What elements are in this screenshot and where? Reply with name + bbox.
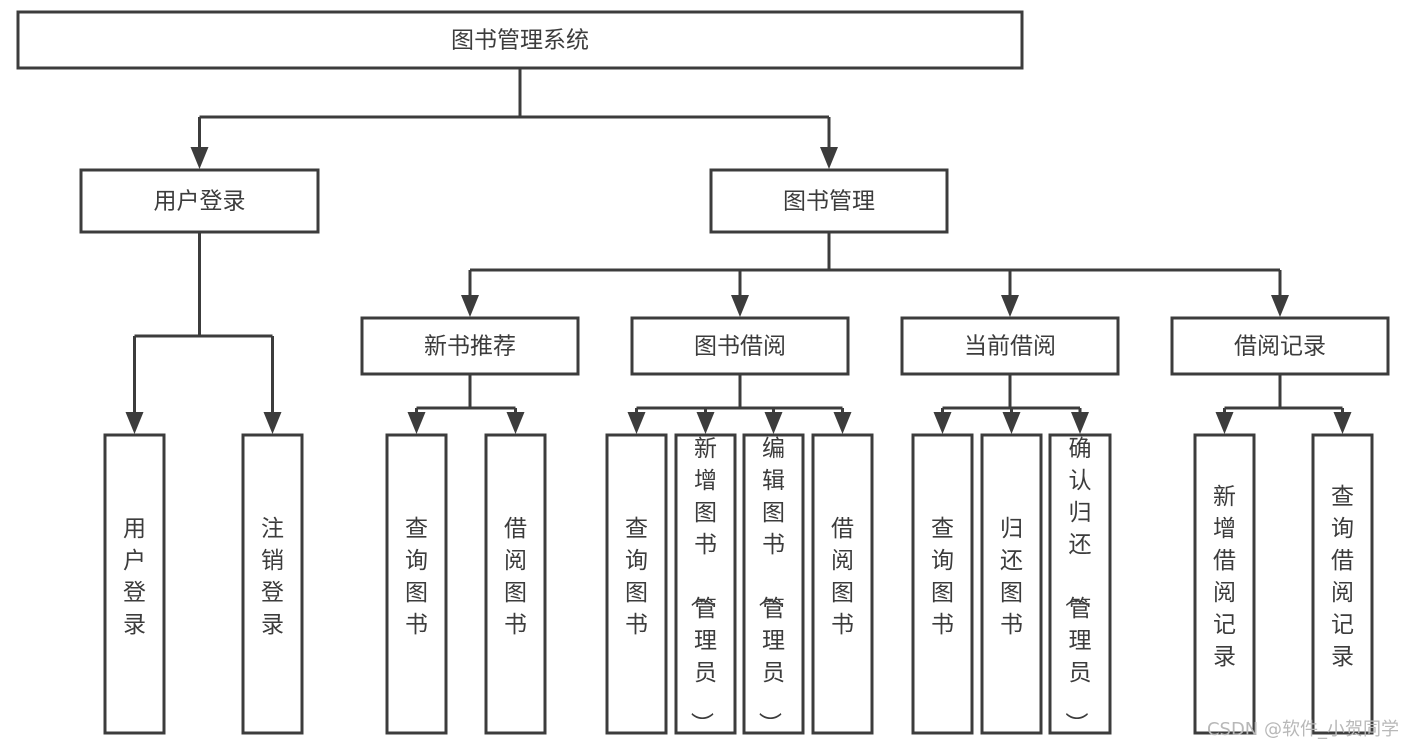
arrow-head-icon: [1333, 412, 1352, 434]
node-box: [1048, 433, 1112, 735]
arrow-head-icon: [407, 412, 426, 434]
node-label: 图书管理系统: [451, 28, 589, 54]
node-leaf-bw-borrow[interactable]: 借阅图书: [811, 433, 874, 735]
arrow-head-icon: [627, 412, 646, 434]
node-box: [1311, 433, 1374, 735]
node-label-vertical: 借阅图书: [504, 516, 527, 638]
connector-bookmgmt: [461, 232, 1289, 317]
arrow-head-icon: [1271, 295, 1289, 317]
node-leaf-rc-query[interactable]: 查询借阅记录: [1311, 433, 1374, 735]
node-box: [79, 168, 320, 234]
node-label: 图书管理: [783, 189, 875, 215]
arrow-head-icon: [731, 295, 749, 317]
arrow-head-icon: [263, 412, 282, 434]
arrow-head-icon: [820, 147, 838, 169]
node-layer: 图书管理系统用户登录图书管理新书推荐图书借阅当前借阅借阅记录用户登录注销登录查询…: [16, 10, 1390, 735]
connector-records: [1215, 374, 1352, 434]
arrow-head-icon: [125, 412, 144, 434]
node-label-vertical: 新增借阅记录: [1213, 484, 1236, 670]
node-box: [742, 433, 805, 735]
connector-borrow: [627, 374, 852, 434]
node-label: 图书借阅: [694, 334, 786, 360]
connector-layer: [125, 68, 1352, 434]
connector-login: [125, 232, 282, 434]
node-label-vertical: 新增图书（管理员）: [688, 436, 717, 735]
node-box: [360, 316, 580, 376]
node-leaf-user-logout[interactable]: 注销登录: [241, 433, 304, 735]
node-leaf-bw-edit[interactable]: 编辑图书（管理员）: [742, 433, 805, 735]
node-label: 新书推荐: [424, 334, 516, 360]
node-label-vertical: 归还图书: [1000, 516, 1023, 638]
node-label-vertical: 查询图书: [931, 516, 954, 638]
node-box: [605, 433, 668, 735]
node-label: 当前借阅: [964, 334, 1056, 360]
node-box: [1170, 316, 1390, 376]
arrow-head-icon: [190, 147, 209, 169]
arrow-head-icon: [1002, 412, 1021, 434]
node-leaf-rc-add[interactable]: 新增借阅记录: [1193, 433, 1256, 735]
node-label-vertical: 确认归还（管理员）: [1063, 436, 1092, 735]
node-box: [630, 316, 850, 376]
node-label-vertical: 编辑图书（管理员）: [756, 436, 785, 735]
arrow-head-icon: [461, 295, 479, 317]
node-current[interactable]: 当前借阅: [900, 316, 1120, 376]
node-box: [241, 433, 304, 735]
node-root[interactable]: 图书管理系统: [16, 10, 1024, 70]
node-box: [980, 433, 1043, 735]
connector-root: [190, 68, 838, 169]
node-leaf-cu-query[interactable]: 查询图书: [911, 433, 974, 735]
connector-newbook: [407, 374, 525, 434]
node-label-vertical: 查询借阅记录: [1331, 484, 1354, 670]
node-box: [103, 433, 166, 735]
node-leaf-bw-add[interactable]: 新增图书（管理员）: [674, 433, 737, 735]
arrow-head-icon: [1215, 412, 1234, 434]
node-leaf-user-login[interactable]: 用户登录: [103, 433, 166, 735]
node-newbook[interactable]: 新书推荐: [360, 316, 580, 376]
node-leaf-cu-return[interactable]: 归还图书: [980, 433, 1043, 735]
node-bookmgmt[interactable]: 图书管理: [709, 168, 949, 234]
csdn-watermark: CSDN @软件_小贺同学: [1206, 719, 1399, 740]
node-borrow[interactable]: 图书借阅: [630, 316, 850, 376]
node-leaf-bw-query[interactable]: 查询图书: [605, 433, 668, 735]
arrow-head-icon: [764, 412, 783, 434]
node-leaf-nb-borrow[interactable]: 借阅图书: [484, 433, 547, 735]
node-box: [811, 433, 874, 735]
node-label-vertical: 注销登录: [261, 516, 284, 638]
node-box: [674, 433, 737, 735]
node-leaf-nb-query[interactable]: 查询图书: [385, 433, 448, 735]
node-box: [709, 168, 949, 234]
node-leaf-cu-confirm[interactable]: 确认归还（管理员）: [1048, 433, 1112, 735]
node-label: 用户登录: [154, 189, 246, 215]
node-box: [16, 10, 1024, 70]
node-box: [900, 316, 1120, 376]
arrow-head-icon: [506, 412, 525, 434]
node-label: 借阅记录: [1234, 334, 1326, 360]
arrow-head-icon: [933, 412, 952, 434]
node-label-vertical: 查询图书: [405, 516, 428, 638]
node-box: [1193, 433, 1256, 735]
node-login[interactable]: 用户登录: [79, 168, 320, 234]
arrow-head-icon: [1001, 295, 1019, 317]
node-label-vertical: 用户登录: [123, 516, 146, 638]
node-label-vertical: 借阅图书: [831, 516, 854, 638]
arrow-head-icon: [696, 412, 715, 434]
node-box: [911, 433, 974, 735]
node-records[interactable]: 借阅记录: [1170, 316, 1390, 376]
node-label-vertical: 查询图书: [625, 516, 648, 638]
node-box: [385, 433, 448, 735]
node-box: [484, 433, 547, 735]
connector-current: [933, 374, 1089, 434]
arrow-head-icon: [1071, 412, 1089, 434]
arrow-head-icon: [833, 412, 852, 434]
